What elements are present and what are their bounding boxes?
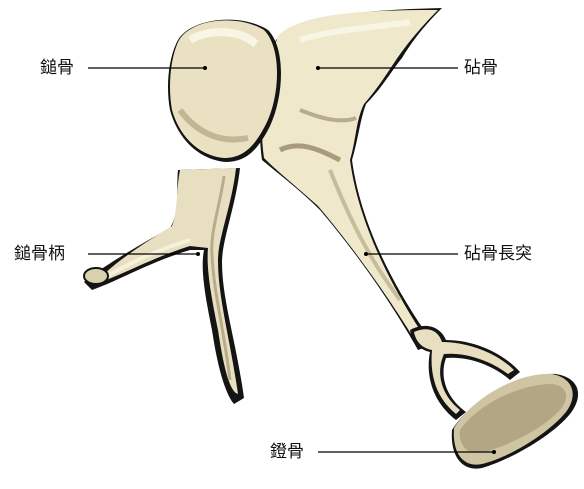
label-incus: 砧骨 — [464, 58, 498, 78]
label-incus-long-process: 砧骨長突 — [464, 244, 532, 264]
anchor-incus-long-process — [364, 252, 368, 256]
anchor-malleus-handle — [196, 252, 200, 256]
label-malleus: 鎚骨 — [40, 58, 74, 78]
anchor-incus — [316, 66, 320, 70]
anchor-stapes — [492, 450, 496, 454]
label-stapes: 鐙骨 — [270, 442, 304, 462]
label-malleus-handle: 鎚骨柄 — [14, 244, 65, 264]
anchor-malleus — [203, 66, 207, 70]
